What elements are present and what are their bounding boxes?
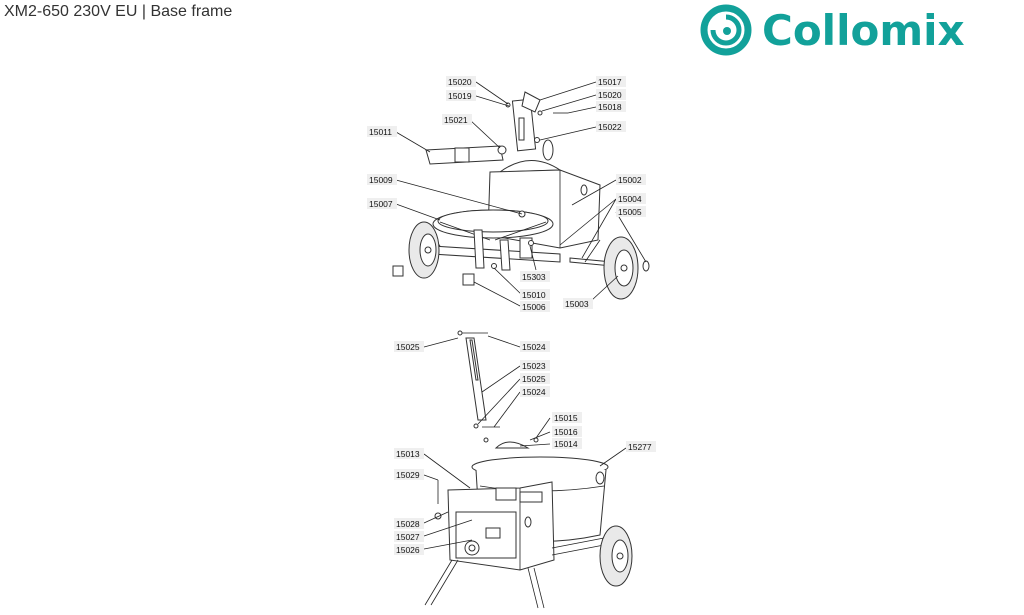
svg-text:15015: 15015 <box>554 413 578 423</box>
svg-text:15023: 15023 <box>522 361 546 371</box>
svg-text:15006: 15006 <box>522 302 546 312</box>
part-label-15021: 15021 <box>442 114 472 125</box>
part-label-15020-right: 15020 <box>596 89 626 100</box>
part-label-15020-top: 15020 <box>446 76 476 87</box>
svg-text:15303: 15303 <box>522 272 546 282</box>
svg-text:15024: 15024 <box>522 387 546 397</box>
svg-text:15005: 15005 <box>618 207 642 217</box>
part-label-15024-mid: 15024 <box>520 386 550 397</box>
svg-text:15029: 15029 <box>396 470 420 480</box>
part-label-15277: 15277 <box>626 441 656 452</box>
svg-text:15007: 15007 <box>369 199 393 209</box>
part-label-15017: 15017 <box>596 76 626 87</box>
svg-text:15017: 15017 <box>598 77 622 87</box>
svg-text:15022: 15022 <box>598 122 622 132</box>
part-label-15016: 15016 <box>552 426 582 437</box>
part-label-15023: 15023 <box>520 360 550 371</box>
svg-text:15028: 15028 <box>396 519 420 529</box>
part-label-15019: 15019 <box>446 90 476 101</box>
svg-text:15018: 15018 <box>598 102 622 112</box>
part-label-15003: 15003 <box>563 298 593 309</box>
svg-text:15016: 15016 <box>554 427 578 437</box>
part-label-15028: 15028 <box>394 518 424 529</box>
svg-text:15014: 15014 <box>554 439 578 449</box>
part-label-15007: 15007 <box>367 198 397 209</box>
svg-text:15013: 15013 <box>396 449 420 459</box>
upper-part-labels: 15020 15019 15017 15020 15018 15021 1502… <box>367 76 647 312</box>
svg-text:15019: 15019 <box>448 91 472 101</box>
part-label-15026: 15026 <box>394 544 424 555</box>
part-label-15010: 15010 <box>520 289 550 300</box>
part-label-15027: 15027 <box>394 531 424 542</box>
collomix-swirl-icon <box>700 4 752 56</box>
part-label-15025-top: 15025 <box>394 341 424 352</box>
part-label-15011: 15011 <box>367 126 397 137</box>
part-label-15004: 15004 <box>616 193 646 204</box>
part-label-15022: 15022 <box>596 121 626 132</box>
svg-text:15025: 15025 <box>396 342 420 352</box>
svg-text:15009: 15009 <box>369 175 393 185</box>
svg-text:15020: 15020 <box>448 77 472 87</box>
page-title: XM2-650 230V EU | Base frame <box>4 3 233 20</box>
svg-text:15277: 15277 <box>628 442 652 452</box>
part-label-15303: 15303 <box>520 271 550 282</box>
svg-text:15027: 15027 <box>396 532 420 542</box>
part-label-15009: 15009 <box>367 174 397 185</box>
part-label-15014: 15014 <box>552 438 582 449</box>
svg-text:15021: 15021 <box>444 115 468 125</box>
part-label-15013: 15013 <box>394 448 424 459</box>
svg-text:15020: 15020 <box>598 90 622 100</box>
part-label-15018: 15018 <box>596 101 626 112</box>
lower-part-labels: 15025 15024 15023 15025 15024 15015 1501… <box>394 335 656 555</box>
part-label-15005: 15005 <box>616 206 646 217</box>
svg-text:15026: 15026 <box>396 545 420 555</box>
part-label-15006: 15006 <box>520 301 550 312</box>
part-label-15024-top: 15024 <box>520 341 550 352</box>
part-label-15002: 15002 <box>616 174 646 185</box>
part-label-15029: 15029 <box>394 469 424 480</box>
svg-text:15004: 15004 <box>618 194 642 204</box>
upper-assembly-drawing <box>392 91 650 300</box>
svg-text:15010: 15010 <box>522 290 546 300</box>
lower-assembly-drawing <box>424 330 633 609</box>
collomix-logo: Collomix <box>700 4 1018 56</box>
svg-text:15002: 15002 <box>618 175 642 185</box>
part-label-15025-mid: 15025 <box>520 373 550 384</box>
svg-text:15011: 15011 <box>369 127 392 137</box>
part-label-15015: 15015 <box>552 412 582 423</box>
brand-name: Collomix <box>762 6 965 55</box>
svg-text:15025: 15025 <box>522 374 546 384</box>
svg-text:15024: 15024 <box>522 342 546 352</box>
svg-text:15003: 15003 <box>565 299 589 309</box>
